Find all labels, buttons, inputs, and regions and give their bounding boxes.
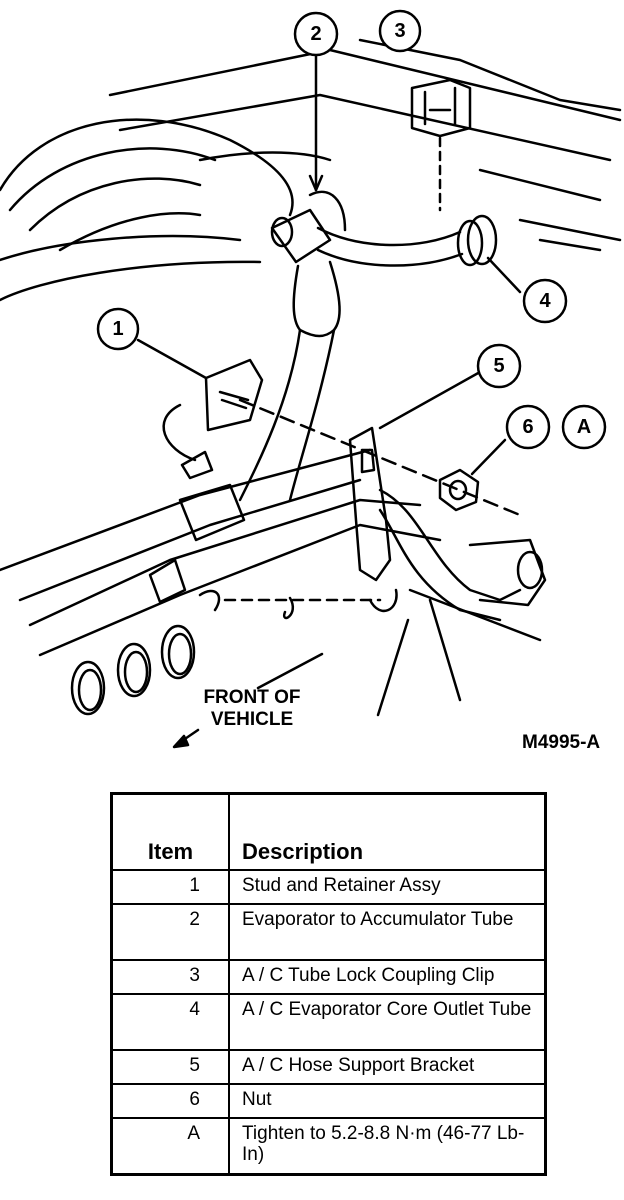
row-description: A / C Evaporator Core Outlet Tube (228, 993, 547, 1051)
table-row: 1 Stud and Retainer Assy (110, 869, 547, 905)
parts-table: Item Description 1 Stud and Retainer Ass… (110, 792, 547, 1176)
table-row: 2 Evaporator to Accumulator Tube (110, 903, 547, 961)
row-description: Nut (228, 1083, 547, 1119)
callout-2-arrowhead (308, 174, 324, 192)
row-description: Evaporator to Accumulator Tube (228, 903, 547, 961)
table-row: A Tighten to 5.2-8.8 N·m (46-77 Lb-In) (110, 1117, 547, 1175)
front-guide-line (256, 652, 324, 690)
callout-label-4: 4 (539, 290, 551, 312)
table-row: 3 A / C Tube Lock Coupling Clip (110, 959, 547, 995)
callout-circle-3 (378, 9, 422, 53)
callout-label-6: 6 (522, 416, 533, 438)
nut-part (438, 468, 480, 512)
table-row: 6 Nut (110, 1083, 547, 1119)
callout-label-2: 2 (310, 23, 321, 45)
callout-circle-6 (505, 404, 551, 450)
exploded-view-illustration: 1 2 3 4 5 6 A FRONT OF VEHICLE (0, 9, 622, 749)
stud-retainer-part (162, 358, 264, 480)
stud-leader-dashed (238, 398, 522, 517)
callout-4-leader (486, 256, 522, 294)
row-item: 2 (110, 903, 230, 961)
front-arrow-head (172, 734, 190, 749)
ac-lines (0, 448, 547, 717)
row-item: 1 (110, 869, 230, 905)
table-row: 5 A / C Hose Support Bracket (110, 1049, 547, 1085)
callout-circle-4 (522, 278, 568, 324)
callout-label-1: 1 (112, 318, 123, 340)
callout-1-leader (136, 338, 208, 380)
row-description: A / C Hose Support Bracket (228, 1049, 547, 1085)
table-header-row: Item Description (110, 792, 547, 871)
accumulator-tube-part (238, 190, 347, 502)
row-description: A / C Tube Lock Coupling Clip (228, 959, 547, 995)
support-bracket-part (348, 426, 398, 612)
header-item: Item (110, 792, 230, 871)
body-panel-outline (0, 38, 622, 302)
front-label-line-2: VEHICLE (211, 709, 293, 730)
header-description: Description (228, 792, 547, 871)
row-item: 4 (110, 993, 230, 1051)
row-description: Tighten to 5.2-8.8 N·m (46-77 Lb-In) (228, 1117, 547, 1175)
callout-circle-a (561, 404, 607, 450)
row-description: Stud and Retainer Assy (228, 869, 547, 905)
callout-circle-2 (293, 11, 339, 57)
callout-5-leader (378, 370, 482, 430)
callout-label-3: 3 (394, 20, 405, 42)
callout-circle-5 (476, 343, 522, 389)
coupling-clip-part (410, 78, 472, 138)
table-row: 4 A / C Evaporator Core Outlet Tube (110, 993, 547, 1051)
callout-label-5: 5 (493, 355, 504, 377)
figure-id: M4995-A (522, 732, 601, 753)
callout-6-leader (470, 438, 507, 476)
outlet-tube-part (316, 214, 498, 267)
front-label-line-1: FRONT OF (203, 687, 300, 708)
row-item: 6 (110, 1083, 230, 1119)
seal-rings (70, 624, 196, 716)
row-item: 3 (110, 959, 230, 995)
row-item: 5 (110, 1049, 230, 1085)
callout-circle-1 (96, 307, 140, 351)
row-item: A (110, 1117, 230, 1175)
callout-label-a: A (577, 416, 591, 438)
